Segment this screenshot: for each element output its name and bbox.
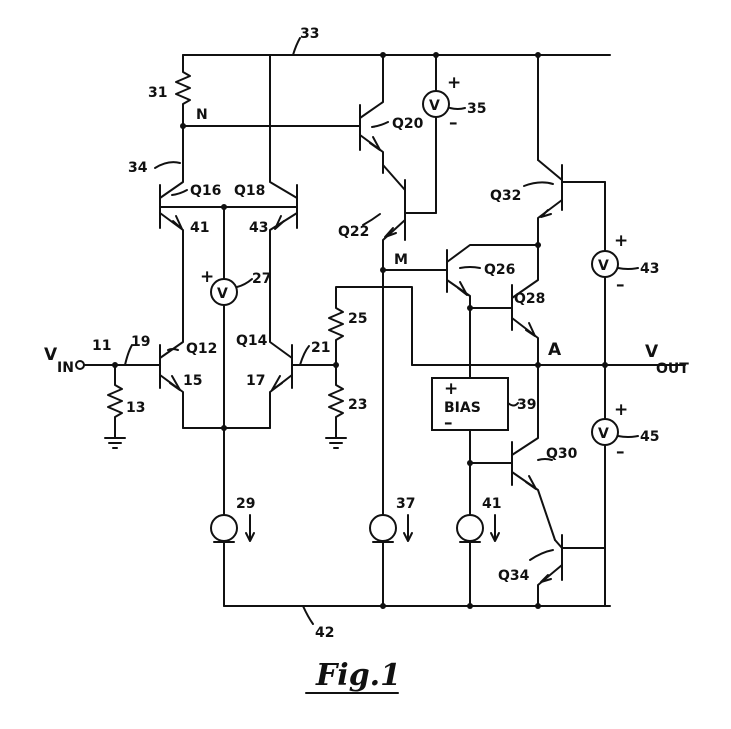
v27-symbol: V: [217, 286, 228, 302]
voltage-source-35: V + – 35: [422, 52, 486, 214]
voltage-source-43: V + – 43: [591, 181, 659, 366]
node-a-label: A: [548, 340, 562, 360]
current-source-37: 37: [369, 269, 415, 609]
resistor-23-label: 23: [348, 397, 367, 413]
emitter-41-label: 41: [190, 220, 209, 236]
v45-label: 45: [640, 429, 659, 445]
figure-caption-text: Fig.1: [315, 658, 401, 693]
transistor-q32: Q32: [490, 52, 606, 246]
q28-label: Q28: [514, 291, 545, 307]
wire-19-label: 19: [131, 334, 150, 350]
output-terminal: V OUT: [602, 342, 689, 377]
v45-minus: –: [616, 442, 625, 462]
transistor-q14: Q14 17 21: [236, 317, 337, 429]
voltage-source-45: V + – 45: [591, 364, 659, 549]
resistor-25-label: 25: [348, 311, 367, 327]
vout-label: V: [645, 342, 659, 362]
q34-label: Q34: [498, 568, 530, 584]
v35-label: 35: [467, 101, 486, 117]
bias-minus: –: [444, 413, 453, 433]
v43-symbol: V: [598, 258, 609, 274]
emitter-43-label: 43: [249, 220, 268, 236]
v45-plus: +: [614, 400, 628, 420]
transistor-q26: Q26: [382, 244, 541, 311]
v35-symbol: V: [429, 98, 440, 114]
v43-label: 43: [640, 261, 659, 277]
i41-label: 41: [482, 496, 501, 512]
q18-label: Q18: [234, 183, 265, 199]
i37-label: 37: [396, 496, 415, 512]
resistor-13-label: 13: [126, 400, 145, 416]
bias-label: BIAS: [444, 400, 481, 416]
emitter-17-label: 17: [246, 373, 265, 389]
input-terminal: V IN 11 19: [44, 334, 161, 376]
transistor-q20: Q20: [359, 52, 424, 166]
v43-plus: +: [614, 231, 628, 251]
resistor-31: 31 N: [148, 54, 361, 161]
bottom-rail: 42: [223, 605, 611, 641]
bottom-rail-label: 42: [315, 625, 334, 641]
vout-subscript: OUT: [656, 361, 689, 377]
emitter-15-label: 15: [183, 373, 202, 389]
wire-21-label: 21: [311, 340, 330, 356]
current-source-41: 41: [456, 462, 501, 609]
transistor-q22: Q22 M: [338, 164, 437, 273]
bias-box: + BIAS – 39: [431, 307, 536, 466]
v35-plus: +: [447, 73, 461, 93]
resistor-25: 25: [328, 286, 413, 368]
v43-minus: –: [616, 275, 625, 295]
transistor-q12: Q12 15: [159, 317, 217, 429]
node-n-label: N: [196, 107, 208, 123]
q16-label: Q16: [190, 183, 221, 199]
q32-label: Q32: [490, 188, 521, 204]
transistor-q30: Q30: [511, 364, 578, 541]
resistor-31-label: 31: [148, 85, 167, 101]
top-rail-label: 33: [300, 26, 319, 42]
current-source-29: 29: [210, 427, 255, 607]
vin-label: V: [44, 345, 58, 365]
q14-label: Q14: [236, 333, 268, 349]
transistor-q16: Q16 41 34: [128, 159, 298, 319]
transistor-q28: Q28: [511, 242, 545, 366]
node-m-label: M: [394, 252, 408, 268]
resistor-23: 23: [325, 364, 367, 449]
top-rail: 33: [182, 26, 611, 56]
transistor-q18: Q18 43: [234, 54, 298, 319]
q22-label: Q22: [338, 224, 369, 240]
vin-subscript: IN: [57, 360, 74, 376]
q12-label: Q12: [186, 341, 217, 357]
resistor-13: 13: [104, 362, 145, 449]
figure-caption: Fig.1: [305, 658, 401, 694]
i29-label: 29: [236, 496, 255, 512]
wire-34-label: 34: [128, 160, 148, 176]
v27-label: 27: [252, 271, 271, 287]
v27-plus: +: [200, 267, 214, 287]
voltage-source-27: V + 27: [200, 206, 271, 429]
bias-ref-label: 39: [517, 397, 536, 413]
input-node-label: 11: [92, 338, 111, 354]
v35-minus: –: [449, 113, 458, 133]
q20-label: Q20: [392, 116, 424, 132]
q26-label: Q26: [484, 262, 515, 278]
q30-label: Q30: [546, 446, 578, 462]
transistor-q34: Q34: [498, 534, 606, 609]
v45-symbol: V: [598, 426, 609, 442]
bias-plus: +: [444, 379, 458, 399]
